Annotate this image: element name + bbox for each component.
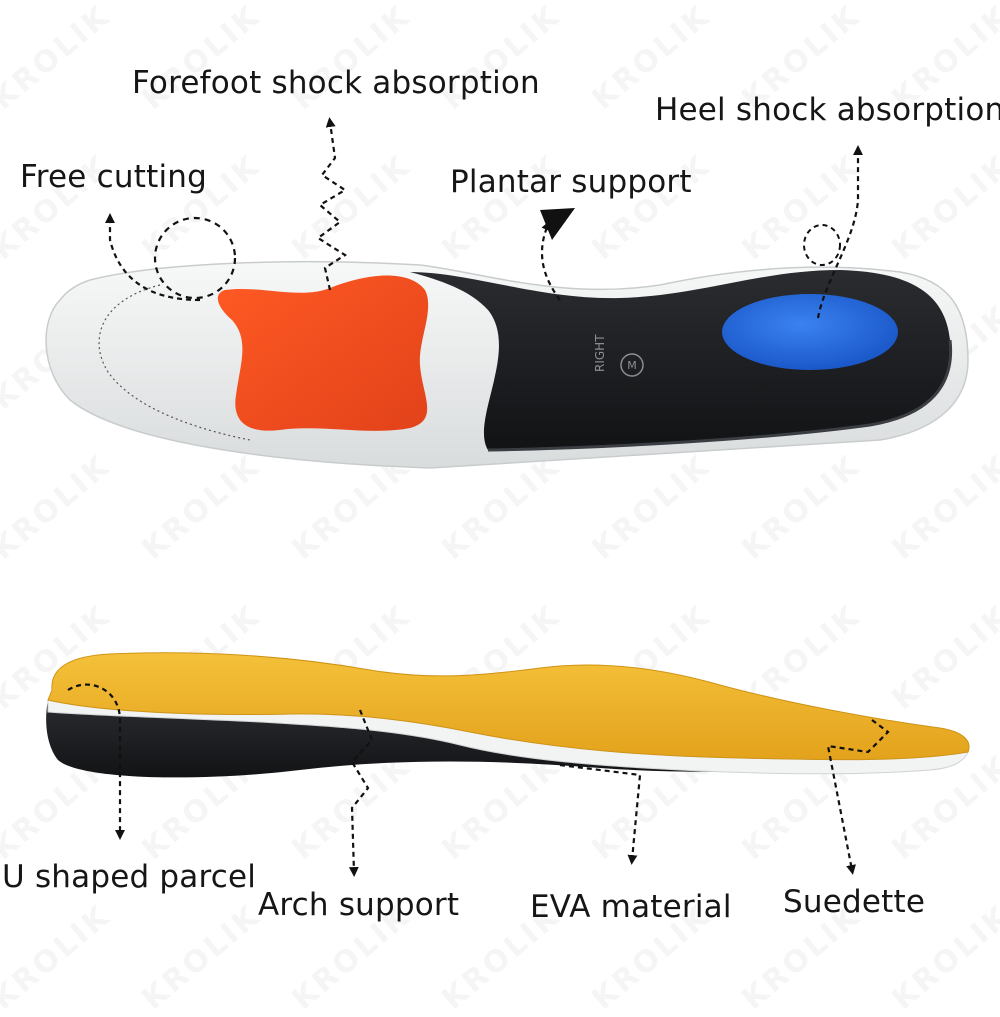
insole-side-view xyxy=(46,652,970,778)
u-shaped-arrow xyxy=(67,683,125,840)
side-marking: RIGHT xyxy=(593,334,607,372)
plantar-arrow xyxy=(540,220,561,301)
size-marking: M xyxy=(627,359,637,372)
free-cutting-circle xyxy=(153,216,237,300)
plantar-label: Plantar support xyxy=(450,164,692,200)
plantar-arrow-head xyxy=(540,208,575,240)
heel-arrow xyxy=(816,145,863,319)
callout-lines xyxy=(67,117,890,877)
heel-zone-circle xyxy=(803,224,841,266)
suede-top xyxy=(47,652,970,761)
eva-arrow xyxy=(559,763,642,865)
forefoot-label: Forefoot shock absorption xyxy=(132,65,540,101)
arch-arrow xyxy=(348,709,374,877)
insole-bottom-view: RIGHT M xyxy=(45,261,969,469)
suedette-arrow xyxy=(826,719,890,875)
free-cutting-arrow xyxy=(105,213,201,302)
forefoot-pad xyxy=(217,275,429,431)
suedette-label: Suedette xyxy=(783,884,926,920)
heel-label: Heel shock absorption xyxy=(655,92,1000,128)
cut-guide-line xyxy=(98,284,251,441)
forefoot-arrow xyxy=(316,117,348,291)
size-circle xyxy=(620,353,644,377)
heel-pad xyxy=(722,294,898,370)
free-cutting-label: Free cutting xyxy=(20,159,207,195)
eva-label: EVA material xyxy=(530,889,732,925)
arch-label: Arch support xyxy=(258,887,460,923)
u-shaped-label: U shaped parcel xyxy=(2,859,257,895)
